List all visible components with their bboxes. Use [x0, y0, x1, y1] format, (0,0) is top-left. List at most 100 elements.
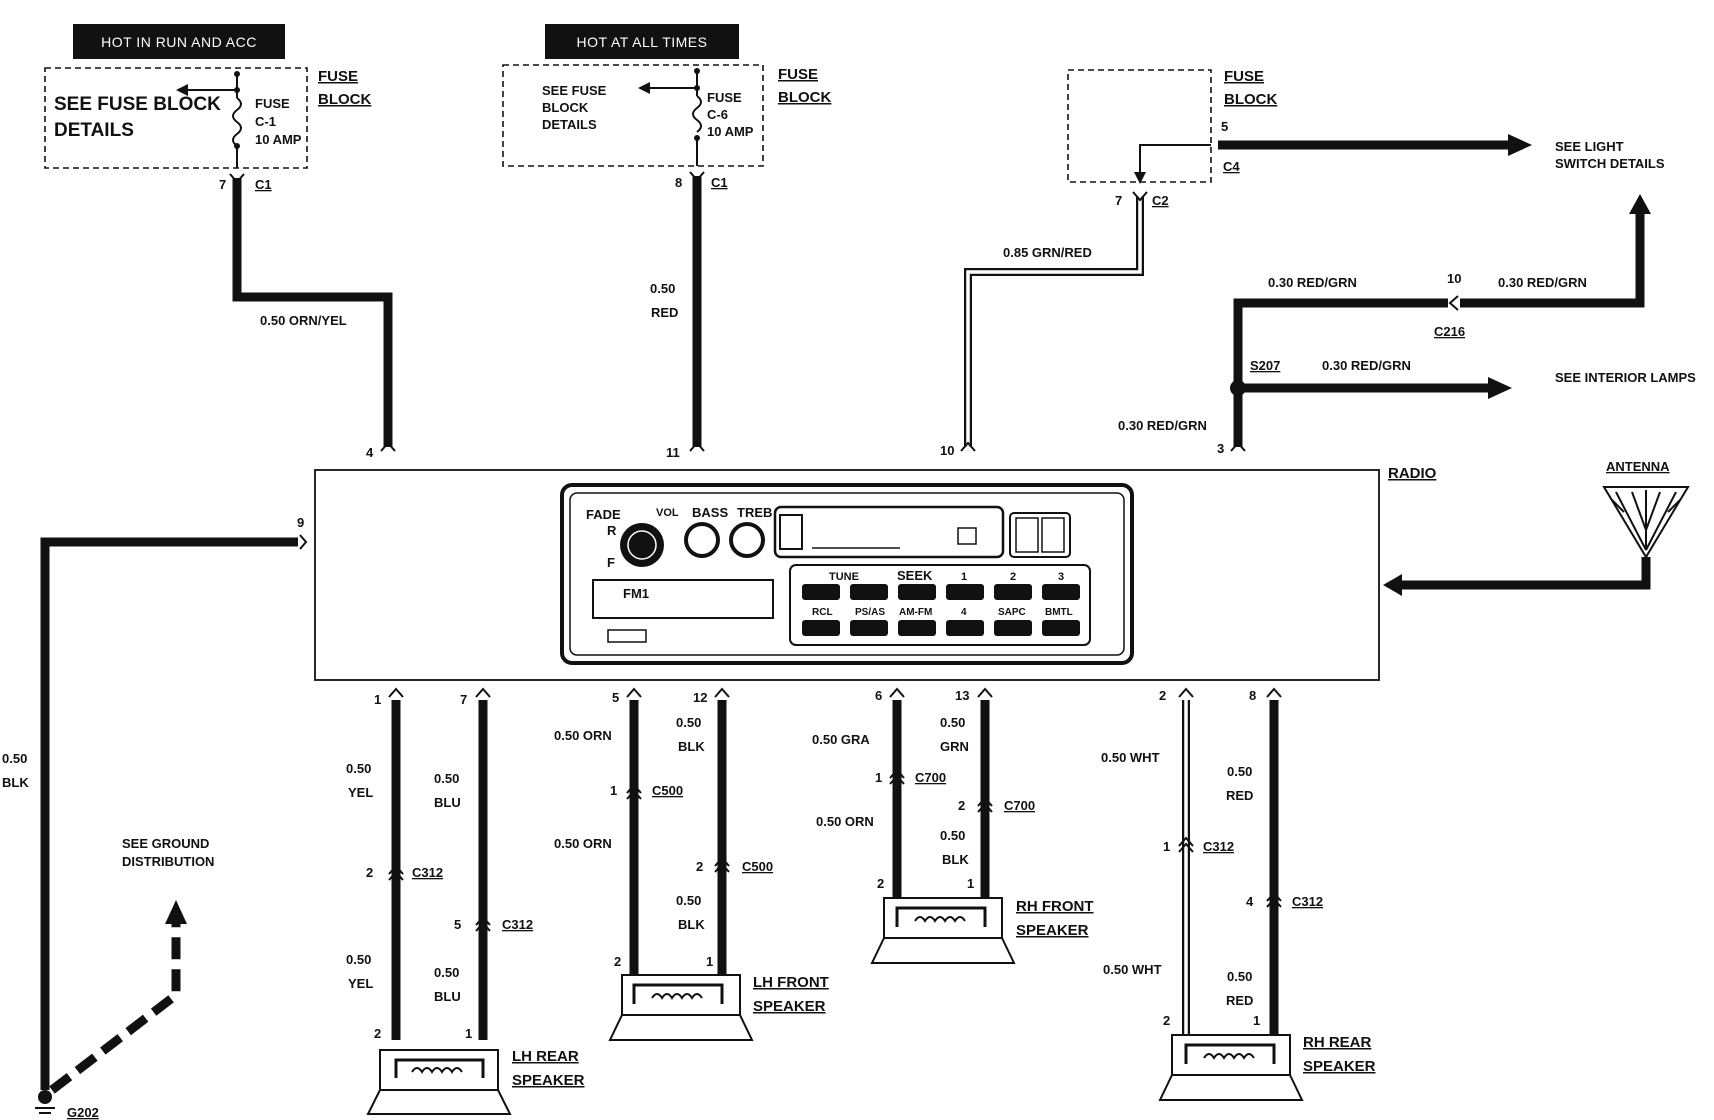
- lh-front-w4-a: 0.50: [676, 893, 701, 908]
- antenna-label: ANTENNA: [1606, 459, 1670, 474]
- sapc-button[interactable]: [994, 620, 1032, 636]
- lh-rear-w3-b: YEL: [348, 976, 373, 991]
- rh-front-speaker-icon: [870, 897, 1016, 964]
- antenna: ANTENNA: [1383, 459, 1690, 596]
- rh-front-w1: 0.50 GRA: [812, 732, 870, 747]
- rh-rear-c312-a: C312: [1203, 839, 1234, 854]
- light-switch-label-a: SEE LIGHT: [1555, 139, 1624, 154]
- ps-as-button[interactable]: [850, 620, 888, 636]
- ground-g202: G202: [67, 1105, 99, 1120]
- fuse-block-3-pin-c4: 5: [1221, 119, 1228, 134]
- fuse-block-2-title-a: FUSE: [778, 66, 818, 83]
- rh-front-w2-a: 0.50: [940, 715, 965, 730]
- lh-front-w3: 0.50 ORN: [554, 836, 612, 851]
- fade-f-label: F: [607, 555, 615, 570]
- rh-rear-pin-8: 8: [1249, 688, 1256, 703]
- rh-front-w4-b: BLK: [942, 852, 969, 867]
- bass-knob[interactable]: [684, 522, 720, 558]
- btn-label-1: 1: [961, 571, 967, 583]
- antenna-icon: [1611, 490, 1681, 551]
- splice-s207: S207: [1250, 358, 1280, 373]
- fuse-c6-label-b: C-6: [707, 107, 728, 122]
- ground-see-b: DISTRIBUTION: [122, 854, 214, 869]
- wire-red-top-label-b: RED: [651, 305, 678, 320]
- fuse-block-1-conn: C1: [255, 177, 272, 192]
- fuse-c1-label-a: FUSE: [255, 96, 290, 111]
- lh-rear-w2-a: 0.50: [434, 771, 459, 786]
- radio-pin-3: 3: [1217, 441, 1224, 456]
- treb-knob[interactable]: [729, 522, 765, 558]
- vol-label: VOL: [656, 507, 679, 519]
- header-hot-all-times: HOT AT ALL TIMES: [545, 24, 739, 59]
- seek-up-button[interactable]: [898, 584, 936, 600]
- fade-r-label: R: [607, 523, 617, 538]
- lh-rear-c312-b: C312: [502, 917, 533, 932]
- wire-red-top-label-a: 0.50: [650, 281, 675, 296]
- c216-label: C216: [1434, 324, 1465, 339]
- btn-label-sapc: SAPC: [998, 607, 1026, 618]
- rh-rear-label-b: SPEAKER: [1303, 1058, 1376, 1075]
- btn-label-ps-as: PS/AS: [855, 607, 885, 618]
- ground-circuit: 9 0.50 BLK SEE GROUND DISTRIBUTION G202: [2, 515, 308, 1120]
- fuse-block-3-title-b: BLOCK: [1224, 91, 1277, 108]
- radio-pin-9: 9: [297, 515, 304, 530]
- tune-button[interactable]: [802, 584, 840, 600]
- rh-front-sp-pin-b: 1: [967, 876, 974, 891]
- lh-rear-label-a: LH REAR: [512, 1048, 579, 1065]
- fade-label: FADE: [586, 507, 621, 522]
- rh-rear-c312-b: C312: [1292, 894, 1323, 909]
- lh-front-label-a: LH FRONT: [753, 974, 829, 991]
- fuse-c1-symbol: [232, 97, 242, 147]
- rh-front-pin-6: 6: [875, 688, 882, 703]
- fuse-c6-label-c: 10 AMP: [707, 124, 754, 139]
- lh-rear-sp-pin-a: 2: [374, 1026, 381, 1041]
- fuse-c6-symbol: [692, 95, 702, 133]
- radio-display: [592, 579, 774, 619]
- preset-buttons: [802, 584, 1080, 636]
- rh-rear-w3: 0.50 WHT: [1103, 962, 1162, 977]
- header-hot-all-times-label: HOT AT ALL TIMES: [577, 34, 708, 50]
- fuse-block-1-see-a: SEE FUSE BLOCK: [54, 94, 221, 115]
- rh-rear-sp-pin-b: 1: [1253, 1013, 1260, 1028]
- lh-rear-w3-a: 0.50: [346, 952, 371, 967]
- fade-knob[interactable]: [620, 523, 664, 567]
- rh-rear-speaker-icon: [1158, 1034, 1304, 1101]
- lh-front-sp-pin-a: 2: [614, 954, 621, 969]
- rh-front-w3: 0.50 ORN: [816, 814, 874, 829]
- wire-red-grn-label-4: 0.30 RED/GRN: [1118, 418, 1207, 433]
- lh-front-w2-a: 0.50: [676, 715, 701, 730]
- fuse-c1-label-c: 10 AMP: [255, 132, 302, 147]
- radio-pin-4: 4: [366, 445, 374, 460]
- seek-down-button[interactable]: [850, 584, 888, 600]
- rh-front-w2-b: GRN: [940, 739, 969, 754]
- am-fm-button[interactable]: [898, 620, 936, 636]
- lh-rear-c-pin-a: 2: [366, 865, 373, 880]
- wire-red-grn-label-1: 0.30 RED/GRN: [1268, 275, 1357, 290]
- btn-label-rcl: RCL: [812, 607, 833, 618]
- btn-label-2: 2: [1010, 571, 1016, 583]
- lh-front-w2-b: BLK: [678, 739, 705, 754]
- fuse-block-3-title-a: FUSE: [1224, 68, 1264, 85]
- fuse-c1-label-b: C-1: [255, 114, 276, 129]
- fuse-block-3-conn-c4: C4: [1223, 159, 1240, 174]
- rcl-button[interactable]: [802, 620, 840, 636]
- rh-front-pin-13: 13: [955, 688, 969, 703]
- bmtl-button[interactable]: [1042, 620, 1080, 636]
- rh-rear-sp-pin-a: 2: [1163, 1013, 1170, 1028]
- fuse-block-1-title-a: FUSE: [318, 68, 358, 85]
- preset-2-button[interactable]: [994, 584, 1032, 600]
- fuse-block-2-conn: C1: [711, 175, 728, 190]
- preset-1-button[interactable]: [946, 584, 984, 600]
- treb-label: TREB: [737, 505, 772, 520]
- rh-rear-w2-a: 0.50: [1227, 764, 1252, 779]
- preset-3-button[interactable]: [1042, 584, 1080, 600]
- fuse-block-1-pin: 7: [219, 177, 226, 192]
- lh-rear-circuit: 1 7 0.50 YEL 0.50 BLU 2 C312 5 C312 0.50…: [346, 687, 585, 1115]
- rh-front-c-pin-b: 2: [958, 798, 965, 813]
- wire-orn-yel: [232, 178, 393, 447]
- lh-front-pin-5: 5: [612, 690, 619, 705]
- lh-front-w1: 0.50 ORN: [554, 728, 612, 743]
- preset-4-button[interactable]: [946, 620, 984, 636]
- rh-rear-c-pin-b: 4: [1246, 894, 1254, 909]
- lh-front-c500-b: C500: [742, 859, 773, 874]
